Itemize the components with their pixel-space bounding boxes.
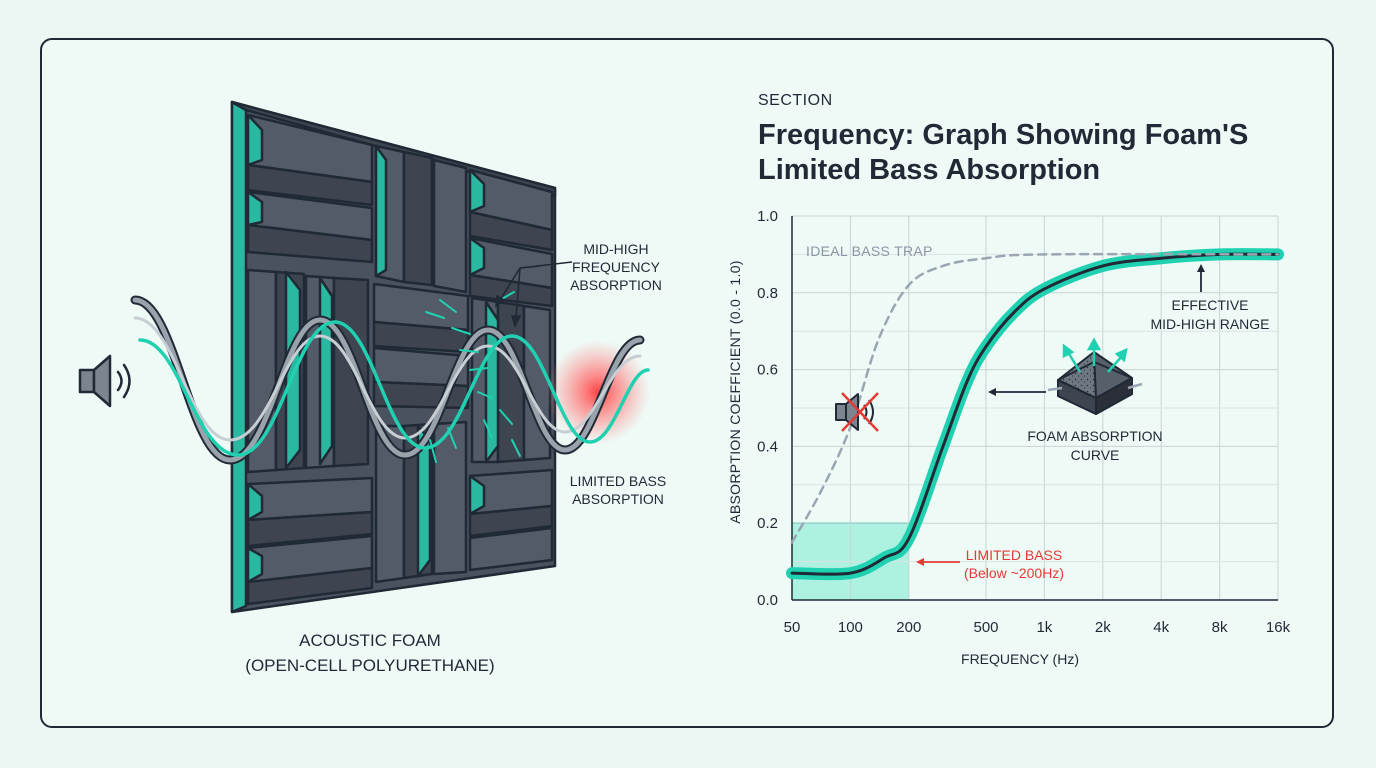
limited-bass-label: LIMITED BASS (Below ~200Hz)	[944, 546, 1084, 582]
mid-high-pointers	[495, 261, 573, 329]
foam-caption-line1: ACOUSTIC FOAM	[299, 631, 441, 650]
y-tick-label: 0.2	[757, 515, 778, 532]
x-tick-label: 2k	[1095, 619, 1111, 636]
limited-bass-note: LIMITED BASS ABSORPTION	[548, 472, 688, 508]
limited-bass-note-line2: ABSORPTION	[572, 491, 664, 507]
page-title: Frequency: Graph Showing Foam'S Limited …	[758, 119, 1249, 186]
foam-caption-line2: (OPEN-CELL POLYURETHANE)	[245, 656, 495, 675]
foam-caption: ACOUSTIC FOAM (OPEN-CELL POLYURETHANE)	[190, 628, 550, 678]
y-tick-label: 0.4	[757, 438, 778, 455]
ideal-bass-trap-label: IDEAL BASS TRAP	[806, 243, 933, 259]
muted-speaker-icon	[835, 392, 879, 432]
effective-range-label: EFFECTIVE MID-HIGH RANGE	[1130, 296, 1290, 334]
speaker-icon	[78, 354, 131, 408]
x-tick-label: 1k	[1036, 619, 1052, 636]
mid-high-note-line3: ABSORPTION	[570, 277, 662, 293]
limited-bass-label-line2: (Below ~200Hz)	[964, 565, 1064, 581]
x-tick-label: 50	[784, 619, 801, 636]
section-label: SECTION	[758, 92, 833, 109]
effective-label-line2: MID-HIGH RANGE	[1150, 316, 1270, 332]
mid-high-note-line1: MID-HIGH	[583, 241, 649, 257]
sound-wave	[130, 295, 650, 465]
foam-pyramid-icon	[1057, 351, 1133, 415]
foam-absorption-line	[790, 252, 1280, 576]
limited-bass-note-line1: LIMITED BASS	[569, 473, 667, 489]
annotation-arrows	[916, 264, 1205, 566]
foam-curve-label: FOAM ABSORPTION CURVE	[1000, 427, 1190, 465]
x-tick-label: 8k	[1212, 619, 1228, 636]
bass-hotspot	[546, 340, 650, 444]
foam-curve-label-line2: CURVE	[1070, 447, 1120, 463]
foam-curve-label-line1: FOAM ABSORPTION	[1027, 428, 1163, 444]
mid-high-note: MID-HIGH FREQUENCY ABSORPTION	[546, 240, 686, 294]
x-tick-label: 500	[973, 619, 998, 636]
reflection-arrows-icon	[1047, 337, 1143, 392]
effective-label-line1: EFFECTIVE	[1171, 297, 1249, 313]
x-tick-label: 100	[838, 619, 863, 636]
x-tick-label: 4k	[1153, 619, 1169, 636]
x-tick-label: 16k	[1266, 619, 1291, 636]
ideal-bass-trap-line	[790, 252, 1280, 544]
x-axis-label: FREQUENCY (Hz)	[961, 651, 1079, 667]
y-axis-label: ABSORPTION COEFFICIENT (0.0 - 1.0)	[727, 260, 743, 524]
y-tick-label: 0.8	[757, 285, 778, 302]
y-tick-label: 0.0	[757, 592, 778, 609]
y-tick-label: 0.6	[757, 362, 778, 379]
limited-bass-label-line1: LIMITED BASS	[965, 547, 1063, 563]
mid-high-note-line2: FREQUENCY	[572, 259, 660, 275]
y-tick-label: 1.0	[757, 208, 778, 225]
x-tick-label: 200	[896, 619, 921, 636]
